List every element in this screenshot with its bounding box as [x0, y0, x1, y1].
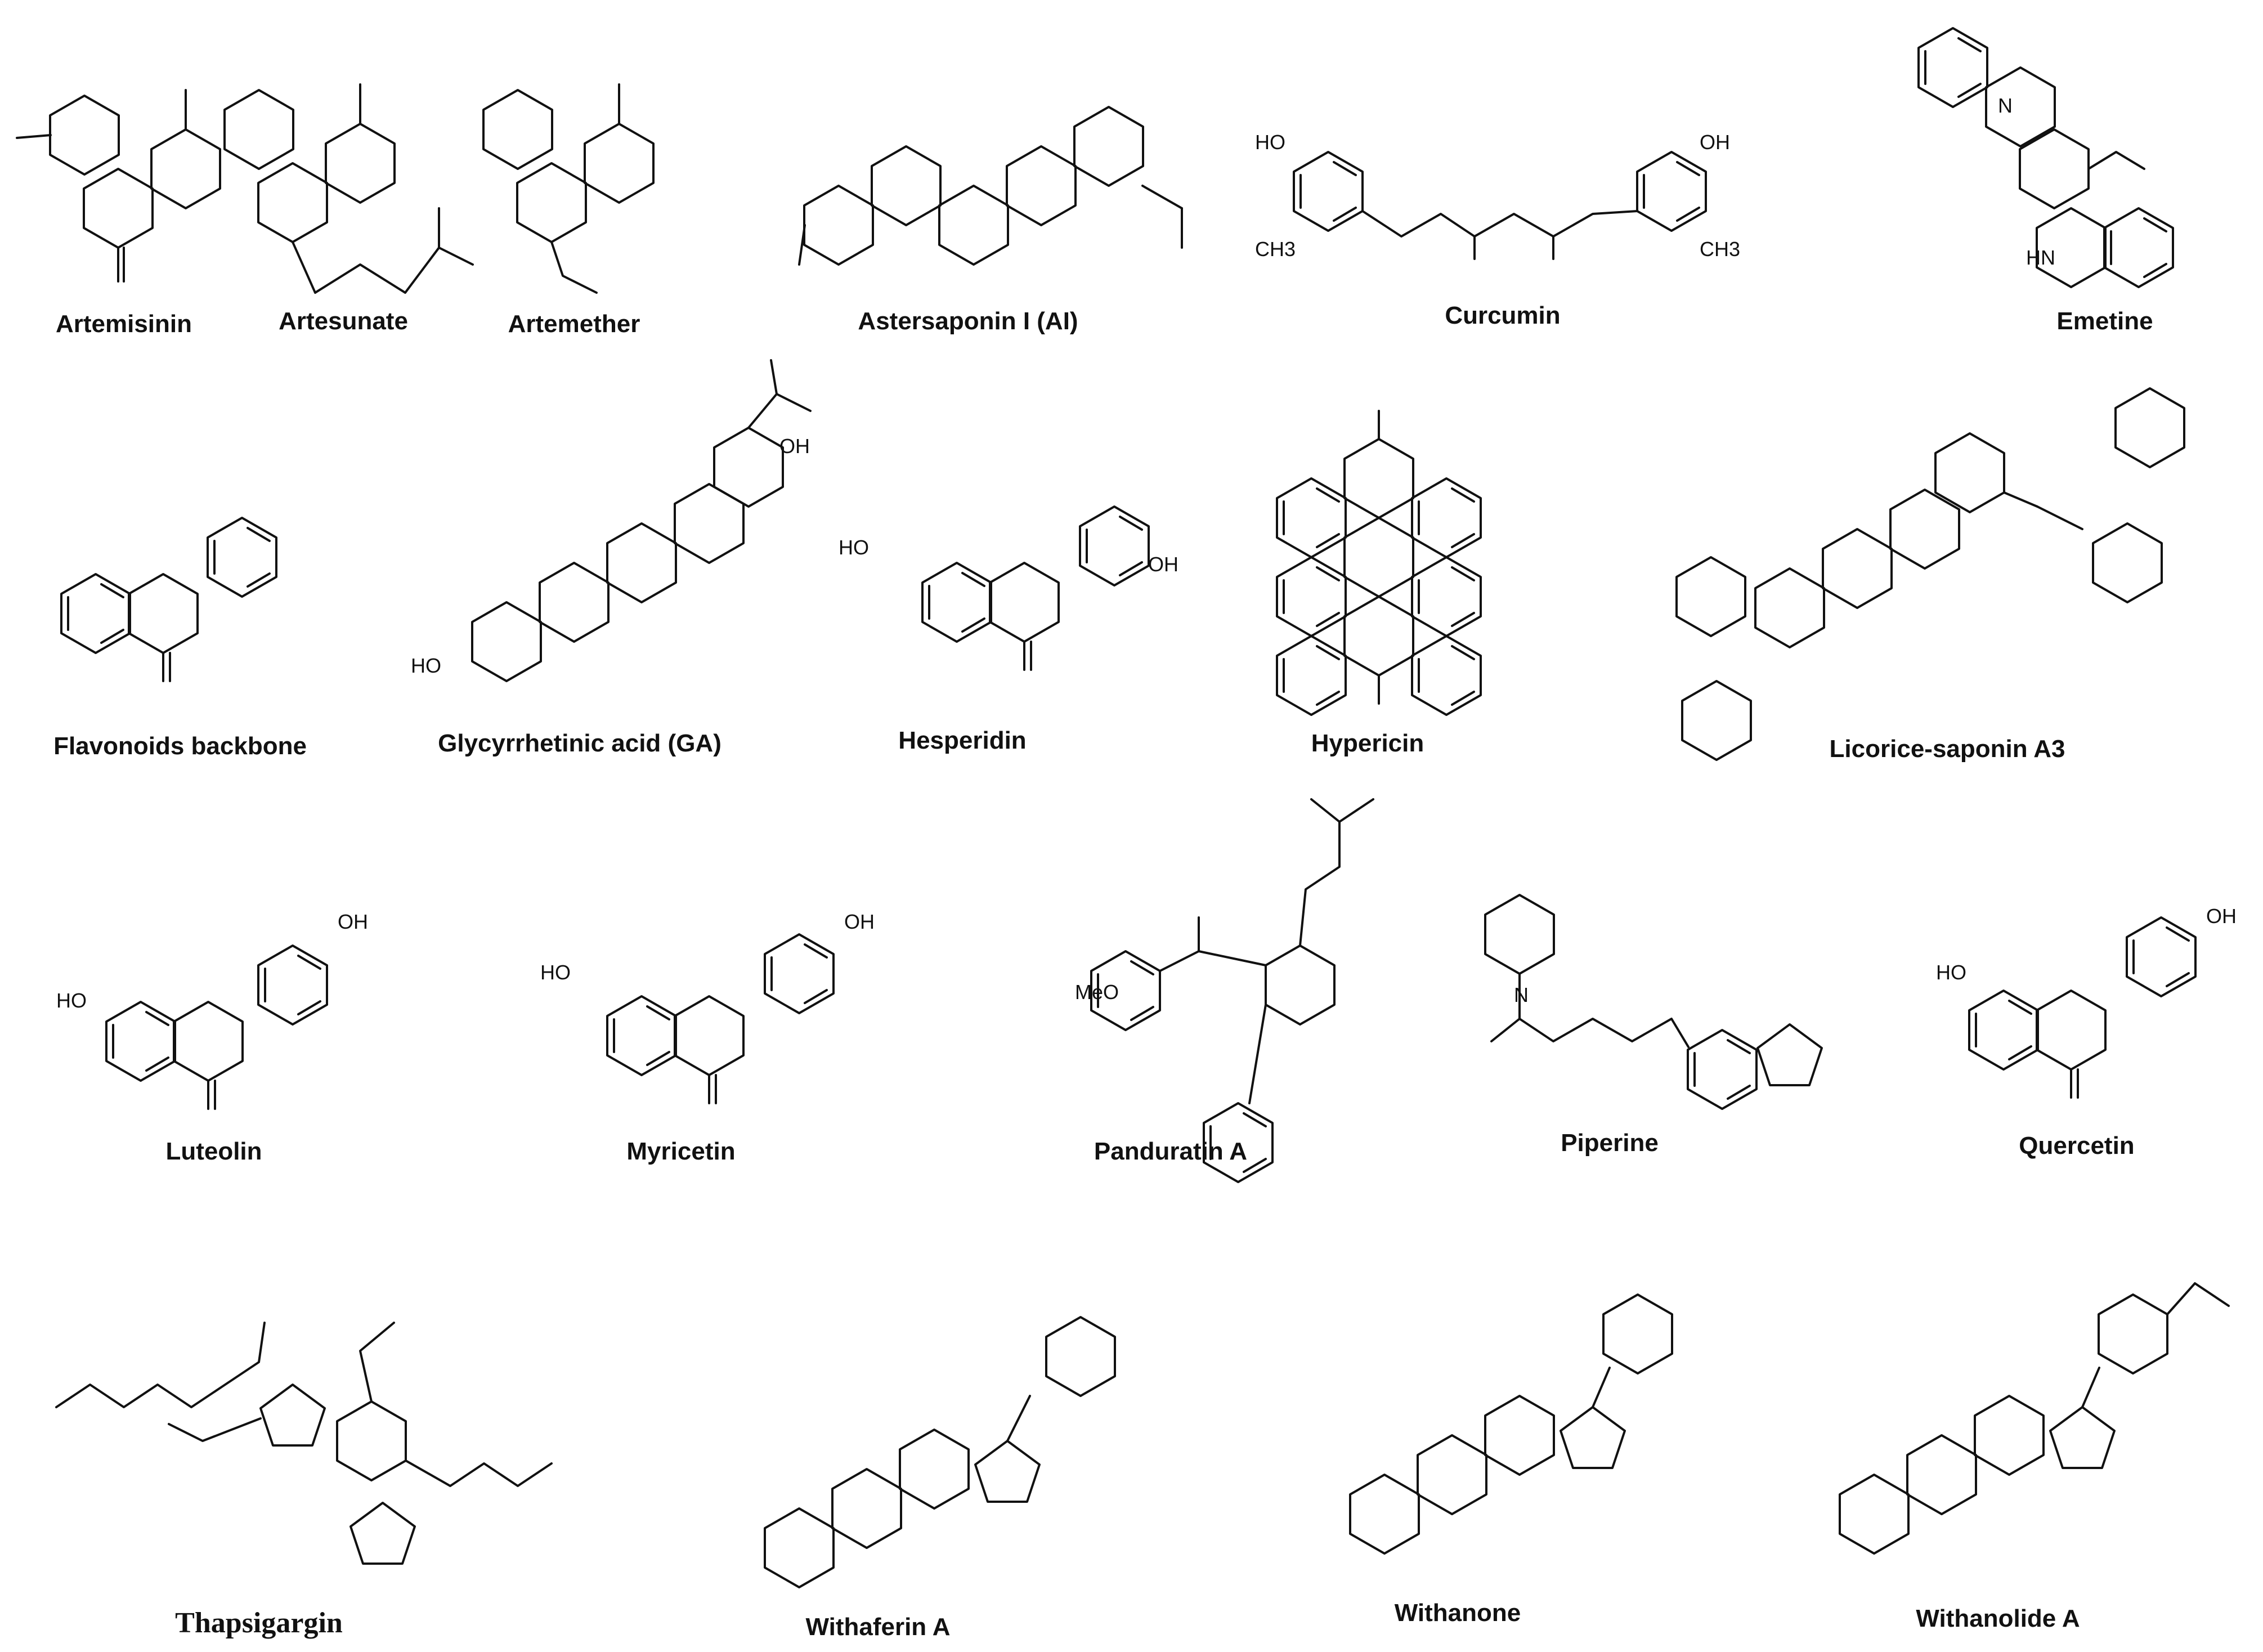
- label-astersaponin: Astersaponin I (AI): [858, 307, 1078, 335]
- structure-withanolide: [1839, 1282, 2230, 1555]
- structure-curcumin: [1293, 151, 1707, 260]
- structure-luteolin: [105, 944, 328, 1110]
- structure-myricetin: [606, 933, 835, 1104]
- atom-label-ho-ga: HO: [411, 654, 441, 677]
- label-panduratin: Panduratin A: [1094, 1138, 1247, 1165]
- structure-licorice: [1675, 387, 2185, 761]
- label-piperine: Piperine: [1561, 1129, 1659, 1157]
- structure-withanone: [1349, 1293, 1673, 1555]
- label-hypericin: Hypericin: [1311, 729, 1424, 757]
- atom-label-ho-lut: HO: [56, 989, 87, 1012]
- label-artemether: Artemether: [508, 310, 640, 338]
- atom-label-hn: HN: [2026, 246, 2055, 269]
- atom-label-oh-quer: OH: [2206, 905, 2237, 928]
- structure-artesunate: [223, 83, 474, 294]
- structure-hesperidin: [921, 505, 1150, 671]
- label-emetine: Emetine: [2056, 307, 2153, 335]
- atom-label-oh-hesp: OH: [1148, 553, 1178, 576]
- label-glycyrrhetinic: Glycyrrhetinic acid (GA): [438, 729, 722, 757]
- label-flavonoids: Flavonoids backbone: [53, 732, 307, 760]
- structure-artemether: [482, 83, 655, 294]
- structure-piperine: [1484, 894, 1823, 1110]
- atom-label-meo: MeO: [1075, 981, 1119, 1004]
- atom-label-ho-quer: HO: [1936, 961, 1966, 984]
- label-hesperidin: Hesperidin: [898, 727, 1026, 754]
- structure-astersaponin: [798, 106, 1183, 266]
- label-quercetin: Quercetin: [2019, 1132, 2134, 1159]
- label-withanone: Withanone: [1395, 1599, 1521, 1627]
- label-withaferin: Withaferin A: [805, 1613, 950, 1641]
- label-withanolide: Withanolide A: [1916, 1605, 2080, 1632]
- compound-labels: Artemisinin Artesunate Artemether Asters…: [53, 302, 2153, 1641]
- atom-label-ch3-2: CH3: [1700, 238, 1740, 261]
- atom-label-oh-ga: OH: [779, 435, 810, 458]
- structure-glycyrrhetinic: [471, 359, 812, 682]
- structure-flavonoids: [60, 517, 277, 682]
- atom-label-n-piperine: N: [1514, 983, 1529, 1006]
- atom-label-ho-myr: HO: [540, 961, 571, 984]
- atom-label-n: N: [1998, 94, 2013, 117]
- structure-artemisinin: [16, 89, 221, 283]
- label-curcumin: Curcumin: [1445, 302, 1560, 329]
- label-luteolin: Luteolin: [165, 1138, 262, 1165]
- structure-emetine: [1917, 27, 2174, 288]
- structure-withaferin: [764, 1316, 1116, 1588]
- atom-label-oh: OH: [1700, 131, 1730, 154]
- atom-label-oh-lut: OH: [338, 910, 368, 933]
- structure-panduratin: [1090, 798, 1374, 1183]
- atom-labels: HO OH CH3 CH3 N HN OH HO OH HO MeO N OH …: [56, 94, 2237, 1012]
- structure-thapsigargin: [55, 1322, 553, 1565]
- structure-quercetin: [1968, 916, 2197, 1099]
- atom-label-ho: HO: [1255, 131, 1285, 154]
- atom-label-ch3: CH3: [1255, 238, 1296, 261]
- atom-label-oh-myr: OH: [844, 910, 875, 933]
- label-artemisinin: Artemisinin: [56, 310, 192, 338]
- atom-label-ho-hesp: HO: [839, 536, 869, 559]
- label-artesunate: Artesunate: [279, 307, 408, 335]
- label-myricetin: Myricetin: [626, 1138, 735, 1165]
- structure-hypericin: [1276, 410, 1482, 716]
- label-thapsigargin: Thapsigargin: [175, 1607, 343, 1639]
- label-licorice: Licorice-saponin A3: [1830, 735, 2065, 763]
